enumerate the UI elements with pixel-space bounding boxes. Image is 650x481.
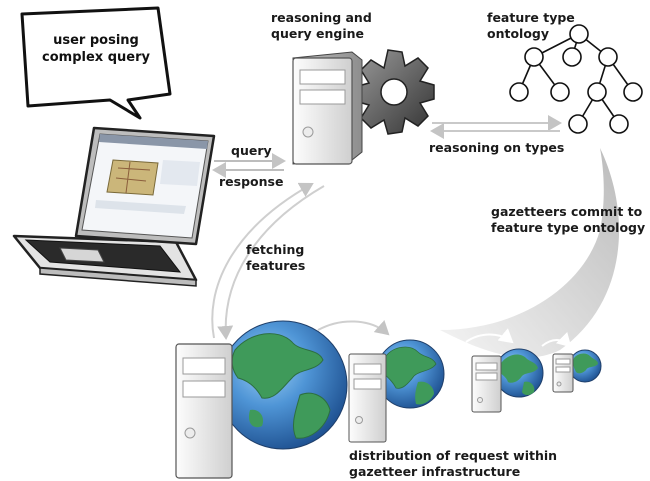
speech-bubble: [20, 6, 172, 120]
fetch-arrow-down: [217, 185, 325, 340]
ontology-label-line2: ontology: [487, 26, 550, 41]
fetching-label-line1: fetching: [246, 242, 305, 257]
server-icon: [292, 51, 363, 165]
distribution-arrow-1: [317, 320, 390, 336]
globe-icon: [218, 320, 348, 450]
server-icon: [175, 343, 233, 479]
globe-icon: [375, 339, 445, 409]
commit-label-line2: feature type ontology: [491, 220, 646, 235]
server-icon: [552, 353, 574, 393]
globe-icon: [494, 348, 544, 398]
gear-icon: [354, 49, 435, 135]
commit-label-line1: gazetteers commit to: [491, 204, 643, 219]
commitment-sweep: [440, 148, 620, 358]
query-label: query: [231, 143, 272, 158]
server-icon: [471, 355, 502, 413]
globe-icon: [568, 349, 602, 383]
fetch-arrow-up: [211, 182, 314, 339]
distribution-arrow-3: [541, 331, 572, 348]
laptop-icon: [12, 126, 216, 287]
ontology-tree-icon: [509, 24, 643, 134]
response-label: response: [219, 174, 284, 189]
speech-bubble-line2: complex query: [42, 50, 150, 65]
reasoning-on-types-label: reasoning on types: [429, 140, 565, 155]
server-icon: [348, 353, 387, 443]
distribution-label-line2: gazetteer infrastructure: [349, 464, 521, 479]
distribution-arrow-2: [465, 328, 514, 344]
engine-label-line2: query engine: [271, 26, 364, 41]
speech-bubble-line1: user posing: [53, 33, 139, 48]
fetching-label-line2: features: [246, 258, 306, 273]
distribution-label-line1: distribution of request within: [349, 448, 558, 463]
engine-label-line1: reasoning and: [271, 10, 372, 25]
ontology-label-line1: feature type: [487, 10, 575, 25]
